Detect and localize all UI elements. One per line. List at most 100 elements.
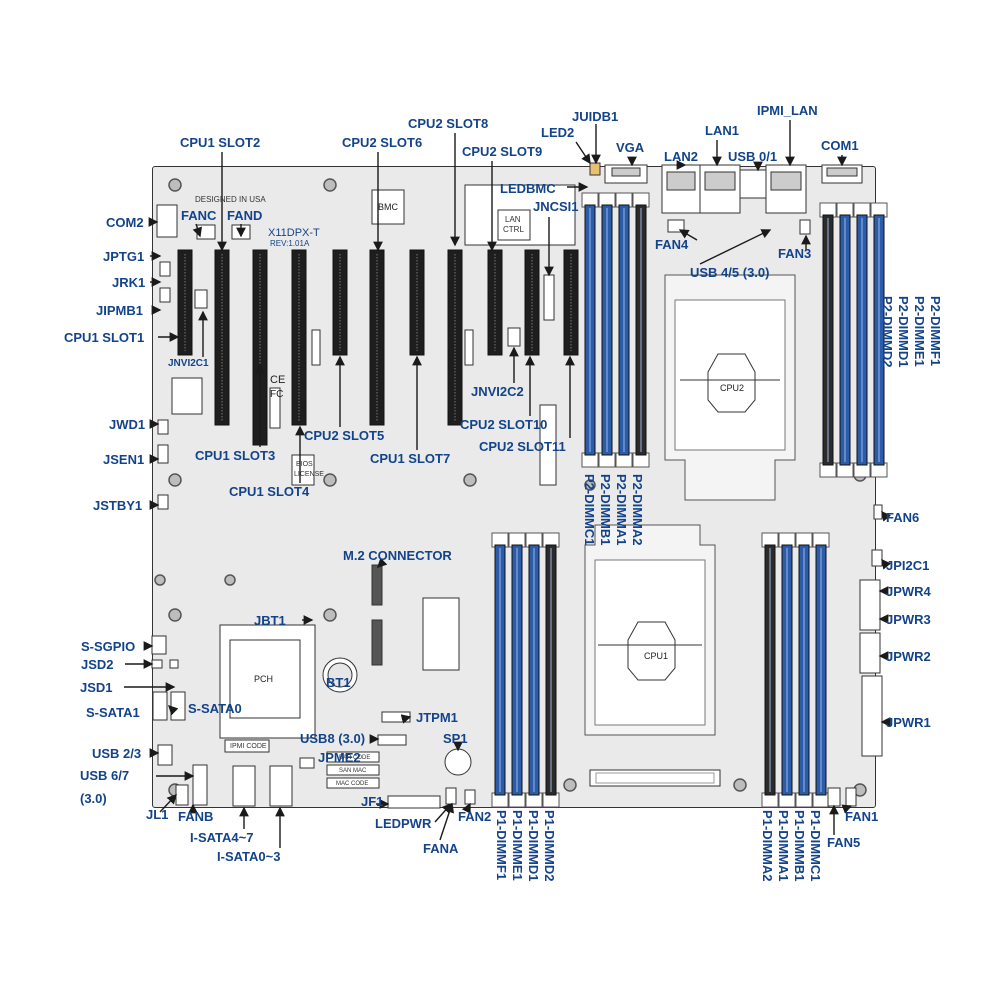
label-com1: COM1	[821, 138, 859, 153]
dimm-p2-a2	[632, 192, 650, 468]
label-sp1: SP1	[443, 731, 468, 746]
slot11-bracket	[539, 404, 557, 486]
pcie-slot-cpu2-slot11	[563, 249, 579, 356]
label-p1-dimma1: P1-DIMMA1	[776, 810, 791, 882]
label-fan2: FAN2	[458, 809, 492, 824]
label-jpme2: JPME2	[318, 750, 361, 765]
cpu2-socket	[664, 274, 796, 501]
arrow-jpi2c1	[881, 558, 892, 570]
dimm-p2-e1	[853, 202, 871, 478]
label-fana: FANA	[423, 841, 459, 856]
label-p2-dimmb1: P2-DIMMB1	[598, 474, 613, 546]
label-jtpm1: JTPM1	[416, 710, 458, 725]
san-mac-text: SAN MAC	[339, 768, 367, 774]
arrow-jtpm1	[400, 714, 412, 724]
mounting-holes	[154, 178, 867, 797]
label-cpu2-slot8: CPU2 SLOT8	[408, 116, 489, 131]
dimm-p2-c1	[581, 192, 599, 468]
label-usb67-b: (3.0)	[80, 791, 107, 806]
label-jpi2c1: JPI2C1	[886, 558, 930, 573]
dimm-p1-e1	[508, 532, 526, 808]
dimm-p1-d1	[525, 532, 543, 808]
pch-text: PCH	[254, 674, 274, 684]
label-cpu1-slot1: CPU1 SLOT1	[64, 330, 145, 345]
label-p1-dimma2: P1-DIMMA2	[760, 810, 775, 882]
label-ipmi-lan: IPMI_LAN	[757, 103, 818, 118]
arrow-usb45	[699, 229, 772, 265]
arrow-fana	[439, 802, 454, 841]
label-cpu2-slot10: CPU2 SLOT10	[460, 417, 548, 432]
label-p1-dimmd1: P1-DIMMD1	[526, 810, 541, 882]
label-s-sgpio: S-SGPIO	[81, 639, 136, 654]
dimm-p2-b1	[598, 192, 616, 468]
dimm-slots	[491, 192, 888, 808]
pcie-slot-cpu1-slot7	[409, 249, 425, 356]
dimm-p2-d1	[836, 202, 854, 478]
label-usb23: USB 2/3	[92, 746, 142, 761]
label-jpwr4: JPWR4	[886, 584, 931, 599]
cpu1-socket	[584, 524, 721, 787]
pcie-slot-cpu1-slot4	[291, 249, 307, 426]
label-p1-dimme1: P1-DIMME1	[510, 810, 525, 881]
label-vga: VGA	[616, 140, 645, 155]
revision-text: REV:1.01A	[270, 239, 310, 248]
label-cpu2-slot5: CPU2 SLOT5	[304, 428, 385, 443]
pcie-slot-cpu2-slot6	[369, 249, 385, 426]
arrow-fan6	[881, 510, 892, 522]
dimm-p1-c1	[812, 532, 830, 808]
pcie-slot-cpu2-slot8	[447, 249, 463, 426]
label-m2-connector: M.2 CONNECTOR	[343, 548, 452, 563]
label-p1-dimmf1: P1-DIMMF1	[494, 810, 509, 881]
dimm-p1-f1	[491, 532, 509, 808]
label-p1-dimmc1: P1-DIMMC1	[808, 810, 823, 882]
bar-code-text: BAR CODE	[339, 755, 371, 761]
pcie-slots	[177, 249, 579, 446]
label-lan2: LAN2	[664, 149, 698, 164]
label-usb45: USB 4/5 (3.0)	[690, 265, 770, 280]
pcie-slot-cpu2-slot5	[332, 249, 348, 356]
label-i-sata47: I-SATA4~7	[190, 830, 254, 845]
label-jipmb1: JIPMB1	[96, 303, 143, 318]
pcie-slot-cpu2-slot10	[524, 249, 540, 356]
label-p2-dimmd1: P2-DIMMD1	[896, 296, 911, 368]
model-text: X11DPX-T	[268, 227, 320, 239]
label-jptg1: JPTG1	[103, 249, 145, 264]
label-bt1: BT1	[326, 675, 351, 690]
label-cpu2-slot9: CPU2 SLOT9	[462, 144, 543, 159]
arrow-fan4	[678, 229, 698, 241]
label-jrk1: JRK1	[112, 275, 146, 290]
arrow-m2	[377, 557, 388, 568]
label-jstby1: JSTBY1	[93, 498, 143, 513]
designed-in-usa-text: DESIGNED IN USA	[195, 195, 266, 204]
label-usb01: USB 0/1	[728, 149, 778, 164]
arrow-fan1	[841, 804, 853, 814]
dimm-p1-a2	[761, 532, 779, 808]
dimm-p1-b1	[795, 532, 813, 808]
rear-io-connectors	[589, 162, 863, 235]
dimm-p2-d2	[819, 202, 837, 478]
label-s-sata1: S-SATA1	[86, 705, 140, 720]
label-jpwr1: JPWR1	[886, 715, 931, 730]
label-jwd1: JWD1	[109, 417, 146, 432]
jncsi1-header	[543, 274, 555, 321]
label-jnvi2c1: JNVI2C1	[168, 358, 209, 369]
label-cpu2-slot6: CPU2 SLOT6	[342, 135, 423, 150]
label-jsen1: JSEN1	[103, 452, 145, 467]
dimm-p2-f1	[870, 202, 888, 478]
label-jl1: JL1	[146, 807, 169, 822]
label-i-sata03: I-SATA0~3	[217, 849, 281, 864]
label-s-sata0: S-SATA0	[188, 701, 242, 716]
license-text: LICENSE	[294, 471, 324, 478]
label-cpu1-slot3: CPU1 SLOT3	[195, 448, 276, 463]
arrow-fan2	[461, 802, 471, 814]
label-p2-dimmf1: P2-DIMMF1	[928, 296, 943, 367]
label-jpwr3: JPWR3	[886, 612, 931, 627]
label-cpu1-slot4: CPU1 SLOT4	[229, 484, 310, 499]
lan-ctrl-text-1: LAN	[505, 215, 521, 224]
label-p2-dimme1: P2-DIMME1	[912, 296, 927, 367]
m2-and-misc	[151, 387, 857, 809]
label-fan6: FAN6	[886, 510, 920, 525]
bmc-text: BMC	[378, 202, 398, 212]
label-p2-dimmd2: P2-DIMMD2	[880, 296, 895, 368]
